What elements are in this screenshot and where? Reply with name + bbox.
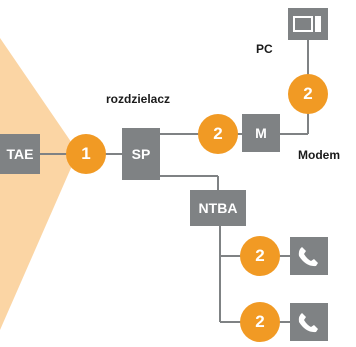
sp-box: SP	[122, 128, 160, 180]
computer-icon	[293, 16, 321, 32]
splitter-label: rozdzielacz	[106, 92, 171, 106]
ntba-box: NTBA	[190, 190, 246, 226]
badge-tae-sp: 1	[66, 134, 106, 174]
badge-sp-modem: 2	[198, 114, 238, 154]
modem-box: M	[242, 114, 280, 152]
phone-box-2	[290, 303, 328, 341]
connector-lines	[40, 40, 309, 323]
pc-label: PC	[256, 42, 273, 56]
pc-box	[288, 8, 328, 40]
phone-icon	[298, 313, 318, 333]
phone-box-1	[290, 237, 328, 275]
badge-modem-pc: 2	[288, 74, 328, 114]
badge-phone-1: 2	[240, 236, 280, 276]
tae-box: TAE	[0, 134, 40, 174]
signal-wedge	[0, 38, 78, 330]
badge-phone-2: 2	[240, 302, 280, 342]
phone-icon	[298, 247, 318, 267]
modem-label: Modem	[298, 148, 340, 162]
